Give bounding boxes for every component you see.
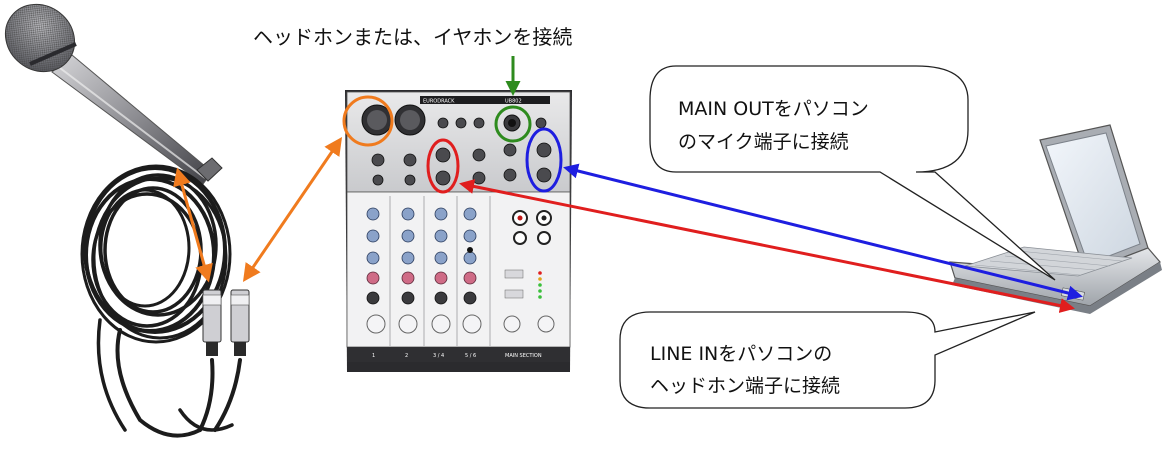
mixer-model: UB802	[505, 99, 522, 105]
headphone-label: ヘッドホンまたは、イヤホンを接続	[253, 25, 572, 49]
line-in-callout: LINE INをパソコンの ヘッドホン端子に接続	[619, 311, 1036, 409]
phones-jack-highlight	[494, 105, 532, 143]
xlr-plug-left	[202, 289, 222, 356]
xlr-input-highlight	[342, 95, 394, 147]
line-in-label-line2: ヘッドホン端子に接続	[650, 375, 840, 397]
xlr-cable-icon	[80, 164, 242, 438]
mixer-channel-3-4: 3 / 4	[433, 353, 444, 359]
xlr-plug-right	[230, 289, 250, 356]
line-in-highlight	[426, 138, 460, 194]
line-in-label-line1: LINE INをパソコンの	[650, 343, 832, 365]
main-out-label-line1: MAIN OUTをパソコン	[678, 98, 869, 120]
mixer-channel-5-6: 5 / 6	[465, 353, 476, 359]
microphone-icon	[4, 3, 223, 185]
mixer-channel-1: 1	[372, 353, 375, 359]
mic-to-cable-arrow	[173, 167, 213, 283]
mixer-brand: EURODRACK	[423, 99, 455, 105]
main-out-label-line2: のマイク端子に接続	[678, 131, 849, 153]
main-out-arrow	[563, 163, 1083, 301]
mixer-main-section: MAIN SECTION	[505, 353, 542, 359]
cable-to-mixer-arrow	[242, 137, 343, 282]
main-out-callout: MAIN OUTをパソコン のマイク端子に接続	[649, 65, 1056, 281]
audio-mixer-icon: EURODRACK UB802	[345, 90, 572, 372]
mixer-channel-2: 2	[405, 353, 408, 359]
